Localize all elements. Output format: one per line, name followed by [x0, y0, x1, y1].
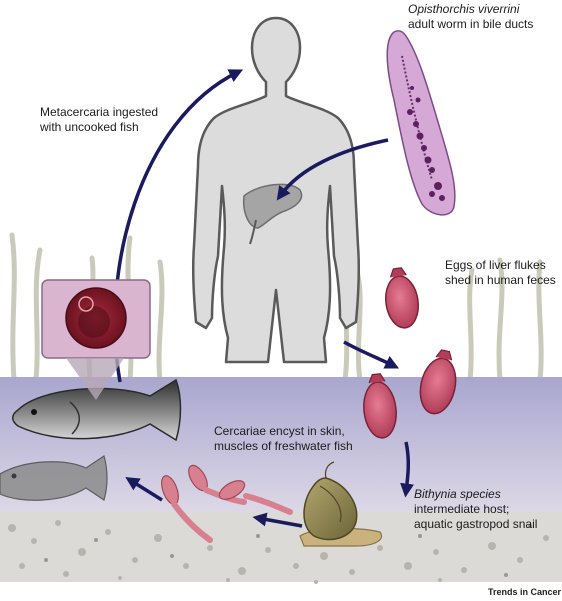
snail-label: Bithynia species intermediate host; aqua… — [414, 487, 537, 532]
snail-species-text: Bithynia species — [414, 487, 501, 501]
eggs-label: Eggs of liver flukes shed in human feces — [445, 258, 556, 288]
metacercaria-cyst-icon — [65, 287, 127, 349]
snail-icon — [299, 461, 383, 547]
source-credit: Trends in Cancer — [488, 587, 562, 597]
ingest-line-1: Metacercaria ingested — [40, 105, 159, 119]
ingest-line-2: with uncooked fish — [40, 120, 139, 134]
ingest-label: Metacercaria ingested with uncooked fish — [40, 105, 158, 135]
host-location-text: adult worm in bile ducts — [408, 17, 534, 31]
metacercaria-inset — [41, 279, 151, 400]
adult-worm-label: Opisthorchis viverrini adult worm in bil… — [408, 2, 533, 32]
fish-icon — [0, 455, 108, 501]
cercaria-icon — [161, 475, 213, 543]
arrow-worm-to-liver — [276, 138, 389, 201]
egg-icon — [419, 349, 457, 415]
arrow-to-eggs — [343, 340, 400, 369]
encyst-line-1: Cercariae encyst in skin, — [214, 424, 345, 438]
cercaria-icon — [218, 480, 293, 515]
gravel-bed — [0, 512, 562, 584]
adult-worm-icon — [386, 30, 456, 216]
egg-icon — [384, 267, 420, 329]
snail-line-3: aquatic gastropod snail — [414, 517, 538, 531]
arrow-snail-to-cercaria — [252, 512, 303, 528]
arrow-to-snail — [400, 441, 414, 498]
encyst-label: Cercariae encyst in skin, muscles of fre… — [214, 424, 353, 454]
eggs-group — [363, 267, 457, 439]
host-species-text: Opisthorchis viverrini — [408, 2, 520, 16]
encyst-line-2: muscles of freshwater fish — [214, 439, 353, 453]
snail-line-2: intermediate host; — [414, 502, 510, 516]
eggs-line-1: Eggs of liver flukes — [445, 258, 546, 272]
cercariae-group — [161, 464, 293, 543]
egg-icon — [363, 373, 397, 439]
eggs-line-2: shed in human feces — [445, 273, 556, 287]
arrow-cercaria-to-fish — [125, 477, 163, 502]
